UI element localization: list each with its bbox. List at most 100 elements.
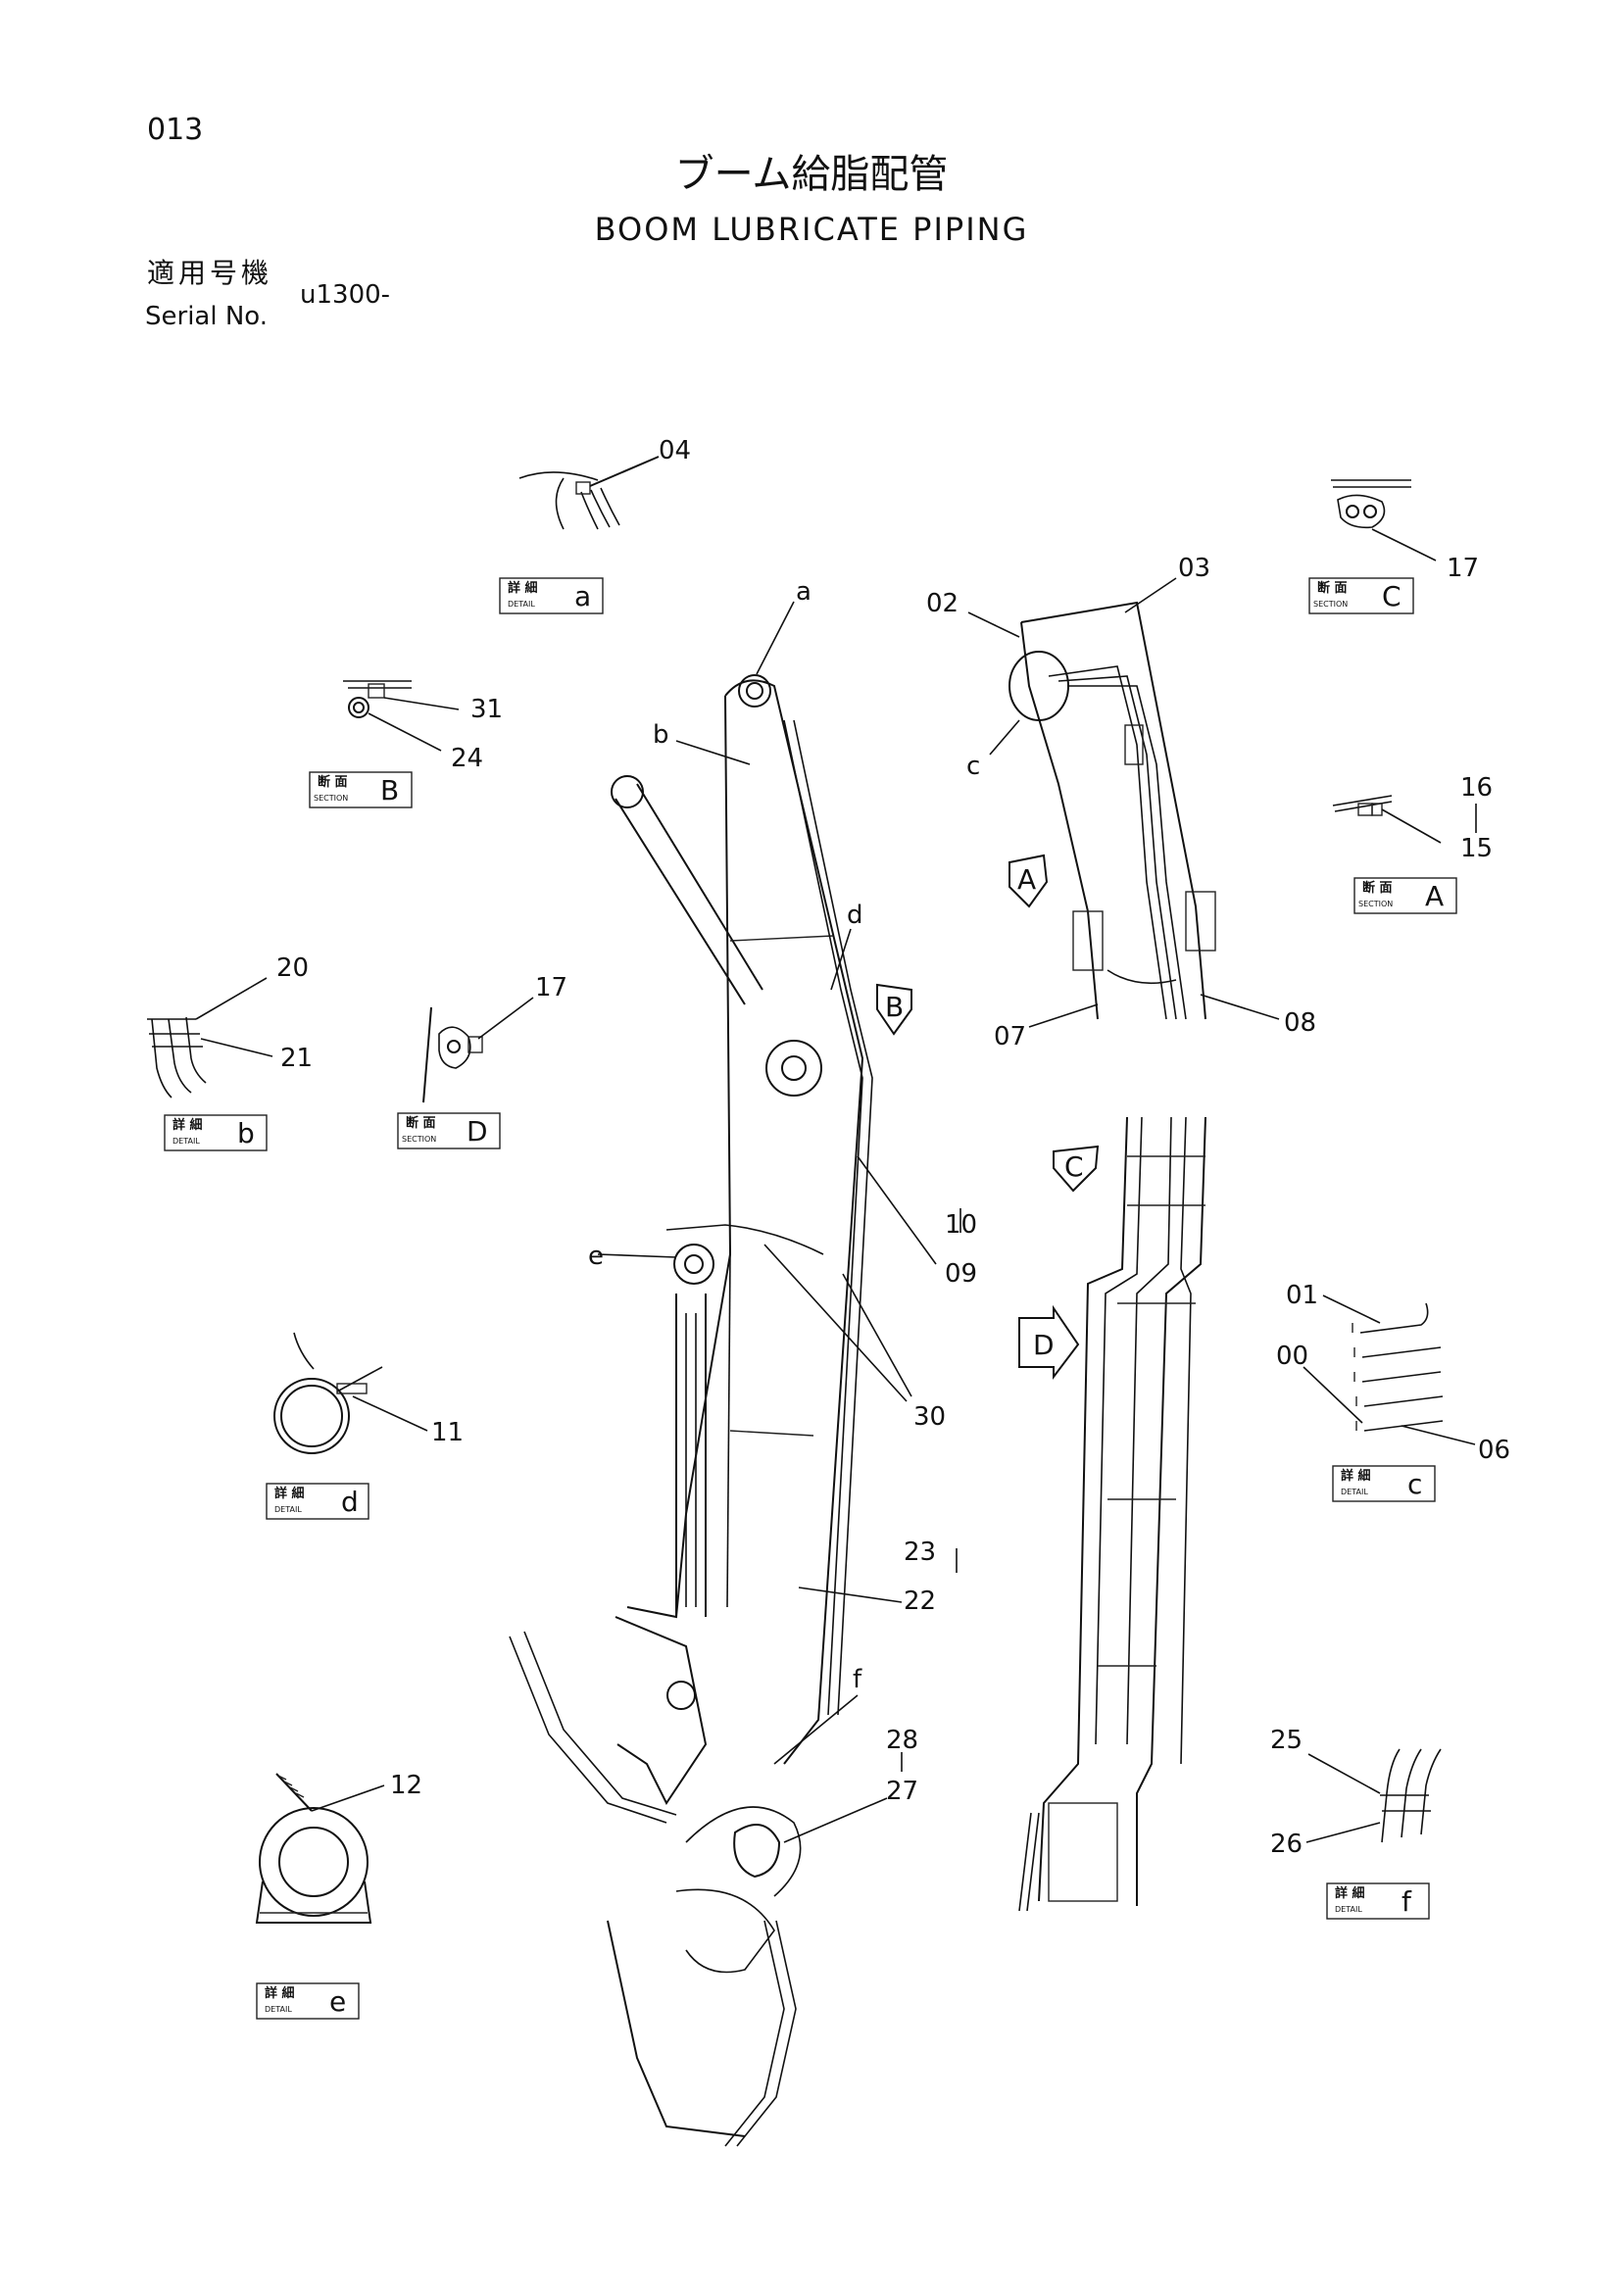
tag-detail-f: 詳 細 DETAIL f xyxy=(1326,1882,1430,1920)
svg-text:詳 細: 詳 細 xyxy=(1335,1885,1365,1901)
svg-text:詳 細: 詳 細 xyxy=(1341,1468,1371,1484)
serial-value: u1300- xyxy=(300,280,391,310)
svg-text:B: B xyxy=(885,991,904,1023)
svg-text:D: D xyxy=(1033,1329,1055,1361)
label-01: 01 xyxy=(1286,1281,1318,1310)
svg-text:A: A xyxy=(1425,880,1444,912)
label-26: 26 xyxy=(1270,1830,1303,1859)
tag-detail-c: 詳 細 DETAIL c xyxy=(1332,1465,1436,1502)
svg-text:A: A xyxy=(1017,863,1036,896)
label-17-mid: 17 xyxy=(535,973,567,1002)
detail-b-drawing xyxy=(147,977,273,1099)
label-15: 15 xyxy=(1460,834,1493,863)
svg-text:C: C xyxy=(1064,1150,1084,1183)
tag-detail-a: 詳 細 DETAIL a xyxy=(499,577,604,614)
label-11: 11 xyxy=(431,1418,464,1447)
svg-text:断 面: 断 面 xyxy=(1362,880,1393,896)
tag-detail-d: 詳 細 DETAIL d xyxy=(266,1483,369,1520)
view-arrow-a: A xyxy=(1008,854,1049,908)
label-27: 27 xyxy=(886,1777,918,1806)
label-03: 03 xyxy=(1178,554,1210,583)
svg-text:DETAIL: DETAIL xyxy=(274,1505,302,1514)
svg-text:SECTION: SECTION xyxy=(1358,900,1393,908)
svg-text:SECTION: SECTION xyxy=(1313,600,1348,609)
label-c-upper: c xyxy=(966,752,980,781)
tag-section-b: 断 面 SECTION B xyxy=(309,771,413,808)
part-labels: 04 a 02 03 17 b c 31 24 16 15 d 20 17 21… xyxy=(276,436,1510,1859)
svg-text:e: e xyxy=(329,1985,346,2018)
label-f: f xyxy=(853,1665,862,1694)
view-arrow-c: C xyxy=(1053,1145,1100,1193)
label-16: 16 xyxy=(1460,773,1493,803)
label-e: e xyxy=(588,1242,604,1271)
label-b: b xyxy=(653,720,669,750)
section-b-drawing xyxy=(343,680,460,752)
svg-text:C: C xyxy=(1382,580,1402,612)
svg-text:c: c xyxy=(1407,1468,1422,1500)
svg-text:断 面: 断 面 xyxy=(1317,580,1348,596)
label-17-top: 17 xyxy=(1447,554,1479,583)
title-english: BOOM LUBRICATE PIPING xyxy=(594,211,1029,248)
svg-text:DETAIL: DETAIL xyxy=(265,2005,292,2014)
label-21: 21 xyxy=(280,1044,313,1073)
label-23: 23 xyxy=(904,1538,936,1567)
page-number: 013 xyxy=(147,113,204,147)
label-d-upper: d xyxy=(847,901,863,930)
main-boom-drawing xyxy=(509,601,961,2147)
label-22: 22 xyxy=(904,1587,936,1616)
svg-text:SECTION: SECTION xyxy=(314,794,348,803)
svg-text:DETAIL: DETAIL xyxy=(1335,1905,1362,1914)
label-a: a xyxy=(796,577,812,607)
section-d-drawing xyxy=(422,997,534,1103)
tag-section-c: 断 面 SECTION C xyxy=(1308,577,1414,614)
detail-e-drawing xyxy=(255,1773,385,1924)
label-06: 06 xyxy=(1478,1436,1510,1465)
svg-text:詳 細: 詳 細 xyxy=(508,580,538,596)
label-25: 25 xyxy=(1270,1726,1303,1755)
detail-a-drawing xyxy=(518,456,660,530)
view-arrow-d: D xyxy=(1018,1304,1080,1380)
lower-right-boom-drawing xyxy=(1018,1116,1206,1912)
svg-text:D: D xyxy=(467,1115,488,1148)
tag-detail-e: 詳 細 DETAIL e xyxy=(256,1982,360,2020)
svg-text:d: d xyxy=(341,1486,359,1518)
svg-text:B: B xyxy=(380,774,399,806)
section-c-drawing xyxy=(1331,479,1437,562)
detail-d-drawing xyxy=(273,1332,428,1454)
detail-f-drawing xyxy=(1305,1748,1442,1843)
serial-label-english: Serial No. xyxy=(145,302,268,331)
svg-text:DETAIL: DETAIL xyxy=(508,600,535,609)
label-20: 20 xyxy=(276,953,309,983)
upper-right-boom-drawing xyxy=(967,577,1280,1028)
detail-c-drawing xyxy=(1303,1295,1476,1445)
label-24: 24 xyxy=(451,744,483,773)
section-a-drawing xyxy=(1332,795,1477,844)
svg-text:a: a xyxy=(574,580,591,612)
label-09: 09 xyxy=(945,1259,977,1289)
label-10: 10 xyxy=(945,1210,977,1240)
svg-text:詳 細: 詳 細 xyxy=(172,1117,203,1133)
svg-text:断 面: 断 面 xyxy=(406,1115,436,1131)
label-30: 30 xyxy=(913,1402,946,1432)
title-japanese: ブーム給脂配管 xyxy=(674,152,949,197)
label-08: 08 xyxy=(1284,1008,1316,1038)
tag-detail-b: 詳 細 DETAIL b xyxy=(164,1114,268,1151)
svg-text:SECTION: SECTION xyxy=(402,1135,436,1144)
svg-text:DETAIL: DETAIL xyxy=(172,1137,200,1146)
svg-text:DETAIL: DETAIL xyxy=(1341,1488,1368,1496)
label-00: 00 xyxy=(1276,1342,1308,1371)
label-12: 12 xyxy=(390,1771,422,1800)
label-31: 31 xyxy=(470,695,503,724)
svg-text:b: b xyxy=(237,1117,255,1149)
label-04: 04 xyxy=(659,436,691,465)
svg-text:詳 細: 詳 細 xyxy=(265,1985,295,2001)
label-02: 02 xyxy=(926,589,959,618)
serial-label-japanese: 適用号機 xyxy=(147,257,273,289)
label-28: 28 xyxy=(886,1726,918,1755)
svg-text:詳 細: 詳 細 xyxy=(274,1486,305,1501)
svg-text:f: f xyxy=(1402,1885,1412,1918)
tag-section-d: 断 面 SECTION D xyxy=(397,1112,501,1149)
tag-section-a: 断 面 SECTION A xyxy=(1353,877,1457,914)
label-07: 07 xyxy=(994,1022,1026,1051)
